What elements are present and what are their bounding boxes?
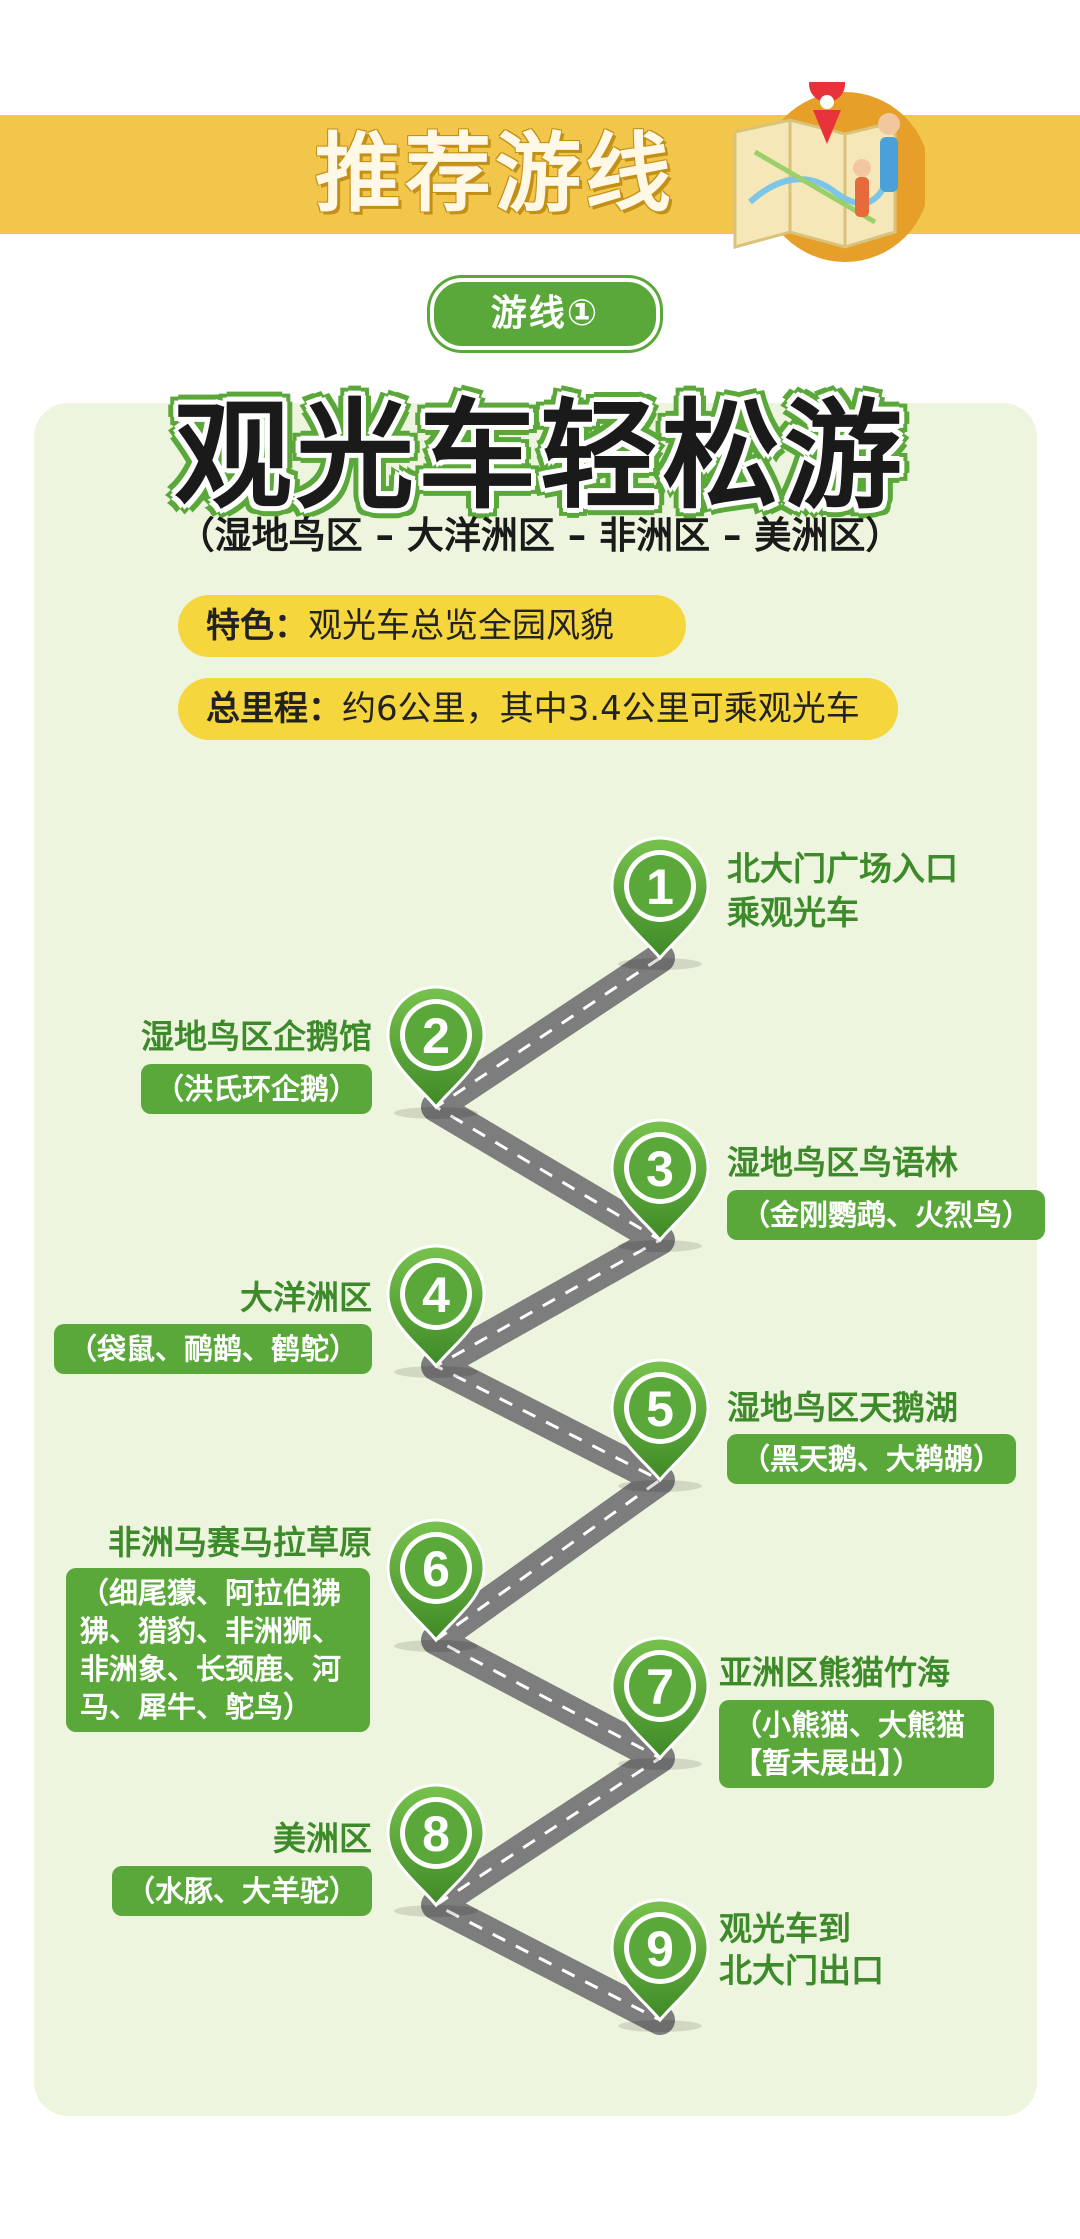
route-title: 观光车轻松游 bbox=[173, 387, 906, 525]
stop-7-sub: （小熊猫、大熊猫【暂未展出】） bbox=[719, 1700, 994, 1788]
distance-value: 约6公里，其中3.4公里可乘观光车 bbox=[342, 689, 860, 729]
stop-4-sub: （袋鼠、鸸鹋、鹤鸵） bbox=[53, 1324, 372, 1374]
map-illustration-icon bbox=[733, 82, 925, 262]
stop-4-title: 大洋洲区 bbox=[240, 1278, 372, 1317]
distance-label: 总里程： bbox=[206, 689, 342, 729]
stop-9-title: 观光车到 bbox=[719, 1909, 851, 1948]
stop-2-title: 湿地鸟区企鹅馆 bbox=[141, 1017, 372, 1056]
stop-number-1: 1 bbox=[646, 859, 674, 915]
stop-number-9: 9 bbox=[646, 1921, 674, 1977]
route-subtitle: （湿地鸟区 – 大洋洲区 – 非洲区 – 美洲区） bbox=[177, 514, 903, 557]
stop-number-5: 5 bbox=[646, 1381, 674, 1437]
stop-5-sub: （黑天鹅、大鹈鹕） bbox=[727, 1434, 1017, 1484]
stop-2-sub: （洪氏环企鹅） bbox=[140, 1064, 372, 1114]
stop-8-sub: （水豚、大羊驼） bbox=[111, 1866, 372, 1916]
page-title: 推荐游线 bbox=[315, 124, 675, 224]
stop-number-8: 8 bbox=[422, 1806, 450, 1862]
route-badge: 游线① bbox=[430, 278, 660, 350]
stop-1-title2: 乘观光车 bbox=[727, 893, 859, 932]
stop-number-4: 4 bbox=[422, 1267, 450, 1323]
stop-6-title: 非洲马赛马拉草原 bbox=[108, 1523, 372, 1562]
stop-6-sub: （细尾獴、阿拉伯狒狒、猎豹、非洲狮、非洲象、长颈鹿、河马、犀牛、鸵鸟） bbox=[66, 1568, 370, 1732]
feature-label: 特色： bbox=[206, 606, 308, 646]
stop-number-3: 3 bbox=[646, 1141, 674, 1197]
stop-3-title: 湿地鸟区鸟语林 bbox=[727, 1143, 958, 1182]
stop-number-7: 7 bbox=[646, 1659, 674, 1715]
stop-3-sub: （金刚鹦鹉、火烈鸟） bbox=[727, 1190, 1046, 1240]
stop-1-title: 北大门广场入口 bbox=[727, 849, 958, 888]
feature-pill: 特色：观光车总览全园风貌 bbox=[178, 595, 686, 657]
stop-5-title: 湿地鸟区天鹅湖 bbox=[727, 1388, 958, 1427]
stop-number-2: 2 bbox=[422, 1008, 450, 1064]
stop-7-title: 亚洲区熊猫竹海 bbox=[719, 1653, 950, 1692]
stop-number-6: 6 bbox=[422, 1541, 450, 1597]
distance-pill: 总里程：约6公里，其中3.4公里可乘观光车 bbox=[178, 678, 898, 740]
stop-8-title: 美洲区 bbox=[273, 1819, 372, 1858]
stop-9-title2: 北大门出口 bbox=[719, 1951, 884, 1990]
feature-value: 观光车总览全园风貌 bbox=[308, 606, 614, 646]
